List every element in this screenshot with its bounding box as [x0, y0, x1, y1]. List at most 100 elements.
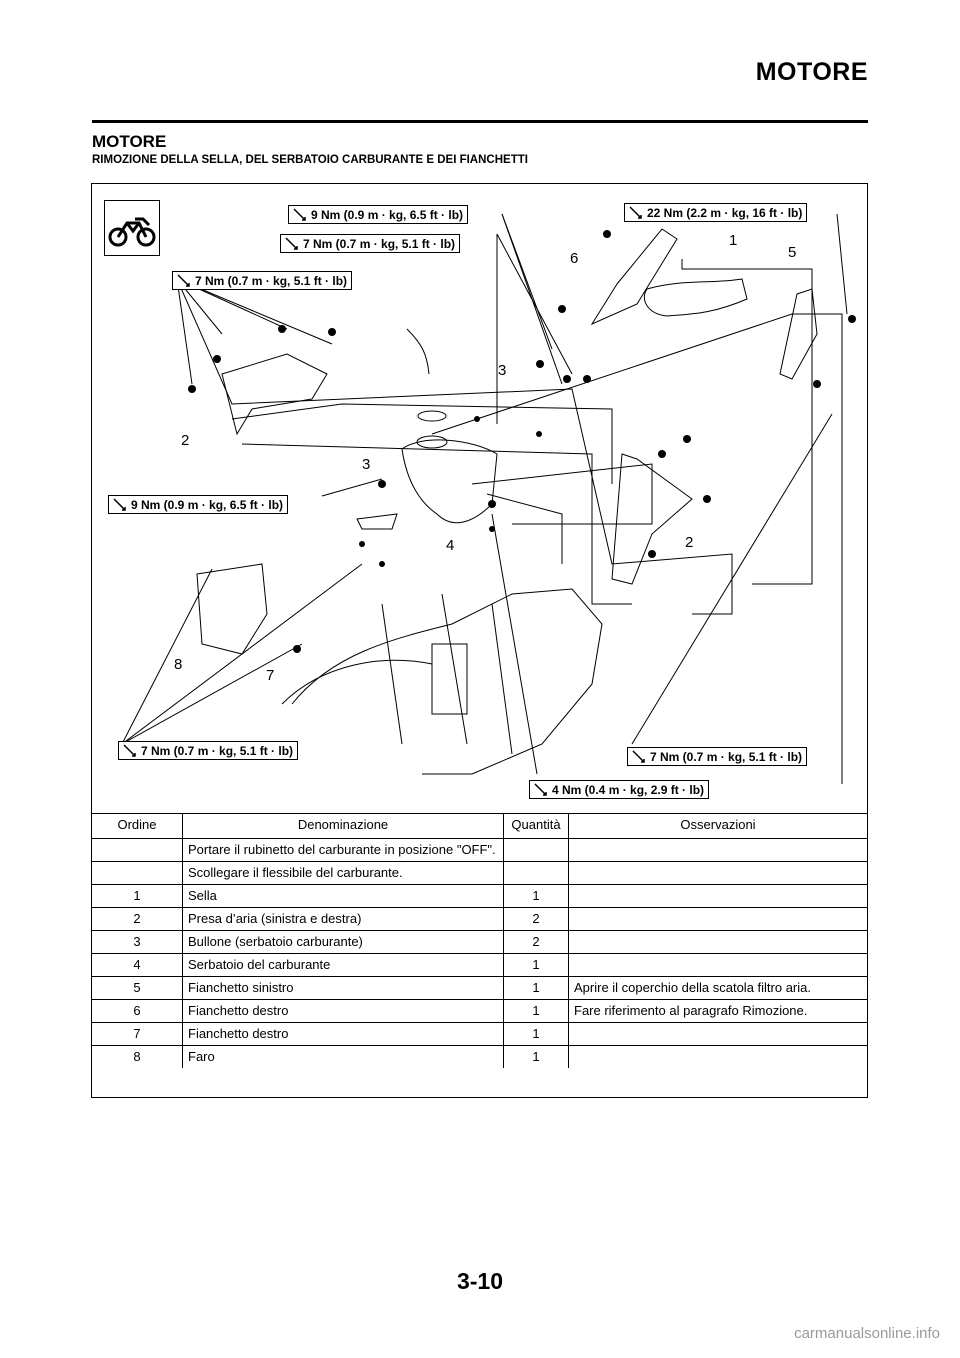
fuel-cap-shape — [416, 435, 448, 449]
headlight-shape — [196, 563, 268, 655]
fuel-hose-shape — [406, 328, 430, 375]
callout-number: 2 — [685, 534, 694, 551]
bolt-shape — [603, 230, 611, 238]
side-cover-shape — [779, 288, 818, 380]
torque-wrench-icon — [109, 497, 131, 513]
bolt-shape — [474, 416, 480, 422]
bolt-shape — [278, 325, 286, 333]
fuel-tank-shape — [401, 439, 498, 524]
leader-line — [231, 403, 613, 484]
content-frame — [91, 183, 868, 1098]
leader-line — [121, 643, 303, 745]
header-rule — [92, 120, 868, 123]
leader-line — [241, 443, 632, 605]
frame-shape — [381, 603, 403, 745]
table-row: 6 Fianchetto destro 1 Fare riferimento a… — [92, 999, 867, 1023]
callout-number: 3 — [362, 456, 371, 473]
table-row: 5 Fianchetto sinistro 1 Aprire il coperc… — [92, 976, 867, 1000]
leader-line — [501, 213, 553, 350]
callout-number: 4 — [446, 537, 455, 554]
bolt-shape — [293, 645, 301, 653]
bolt-shape — [213, 355, 221, 363]
bolt-shape — [848, 315, 856, 323]
watermark-text: carmanualsonline.info — [794, 1325, 940, 1342]
air-scoop-shape — [611, 453, 693, 585]
bolt-shape — [658, 450, 666, 458]
leader-line — [176, 278, 193, 385]
frame-shape — [491, 603, 513, 755]
bolt-shape — [648, 550, 656, 558]
torque-wrench-icon — [530, 782, 552, 798]
frame-shape — [291, 588, 603, 775]
torque-label: 7 Nm (0.7 m · kg, 5.1 ft · lb) — [280, 234, 461, 253]
leader-line — [836, 213, 848, 315]
leader-line — [431, 313, 843, 784]
bolt-shape — [683, 435, 691, 443]
exploded-diagram — [121, 213, 856, 784]
seat-shape — [643, 278, 748, 317]
bolt-shape — [488, 500, 496, 508]
bolt-shape — [563, 375, 571, 383]
page-header-title: MOTORE — [755, 58, 868, 86]
parts-table: Ordine Denominazione Quantità Osservazio… — [92, 813, 867, 1068]
air-scoop-shape — [221, 353, 328, 436]
column-header: Quantità — [503, 813, 569, 839]
torque-wrench-icon — [281, 236, 303, 252]
bolt-shape — [188, 385, 196, 393]
torque-wrench-icon — [119, 743, 141, 759]
leader-line — [471, 463, 653, 525]
section-title: MOTORE — [92, 132, 167, 151]
fuel-cap-shape — [417, 410, 447, 422]
motorcycle-icon — [108, 217, 156, 247]
leader-line — [496, 233, 573, 375]
torque-label: 7 Nm (0.7 m · kg, 5.1 ft · lb) — [118, 741, 299, 760]
side-cover-shape — [590, 228, 678, 326]
bracket-shape — [356, 513, 398, 530]
callout-number: 5 — [788, 244, 797, 261]
table-header-row: Ordine Denominazione Quantità Osservazio… — [92, 813, 867, 839]
torque-label: 22 Nm (2.2 m · kg, 16 ft · lb) — [624, 203, 808, 222]
leader-line — [121, 568, 213, 745]
torque-label: 9 Nm (0.9 m · kg, 6.5 ft · lb) — [288, 205, 469, 224]
callout-number: 6 — [570, 250, 579, 267]
bolt-shape — [536, 360, 544, 368]
callout-number: 1 — [729, 232, 738, 249]
table-row: 4 Serbatoio del carburante 1 — [92, 953, 867, 977]
bolt-shape — [489, 526, 495, 532]
callout-number: 8 — [174, 656, 183, 673]
leader-line — [491, 513, 538, 775]
bolt-shape — [703, 495, 711, 503]
table-row: 2 Presa d’aria (sinistra e destra) 2 — [92, 907, 867, 931]
table-row: 7 Fianchetto destro 1 — [92, 1022, 867, 1046]
table-row: 8 Faro 1 — [92, 1045, 867, 1068]
torque-label: 9 Nm (0.9 m · kg, 6.5 ft · lb) — [108, 495, 289, 514]
frame-shape — [441, 593, 468, 745]
column-header: Ordine — [92, 813, 183, 839]
torque-label: 7 Nm (0.7 m · kg, 5.1 ft · lb) — [172, 271, 353, 290]
torque-wrench-icon — [628, 749, 650, 765]
table-row: Scollegare il flessibile del carburante. — [92, 861, 867, 885]
bolt-shape — [813, 380, 821, 388]
page-number: 3-10 — [456, 1268, 504, 1294]
bolt-shape — [558, 305, 566, 313]
bolt-shape — [536, 431, 542, 437]
torque-wrench-icon — [625, 205, 647, 221]
column-header: Osservazioni — [568, 813, 867, 839]
callout-number: 3 — [498, 362, 507, 379]
callout-number: 7 — [266, 667, 275, 684]
torque-wrench-icon — [289, 207, 311, 223]
leader-line — [321, 478, 383, 497]
bolt-shape — [583, 375, 591, 383]
callout-number: 2 — [181, 432, 190, 449]
leader-line — [486, 493, 563, 564]
leader-line — [631, 413, 833, 745]
motorcycle-section-icon — [104, 200, 160, 256]
torque-label: 4 Nm (0.4 m · kg, 2.9 ft · lb) — [529, 780, 710, 799]
bolt-shape — [378, 480, 386, 488]
leader-line — [176, 278, 733, 615]
table-row: 3 Bullone (serbatoio carburante) 2 — [92, 930, 867, 954]
section-subtitle: RIMOZIONE DELLA SELLA, DEL SERBATOIO CAR… — [92, 154, 528, 166]
table-row: 1 Sella 1 — [92, 884, 867, 908]
radiator-shape — [431, 643, 468, 715]
bolt-shape — [328, 328, 336, 336]
